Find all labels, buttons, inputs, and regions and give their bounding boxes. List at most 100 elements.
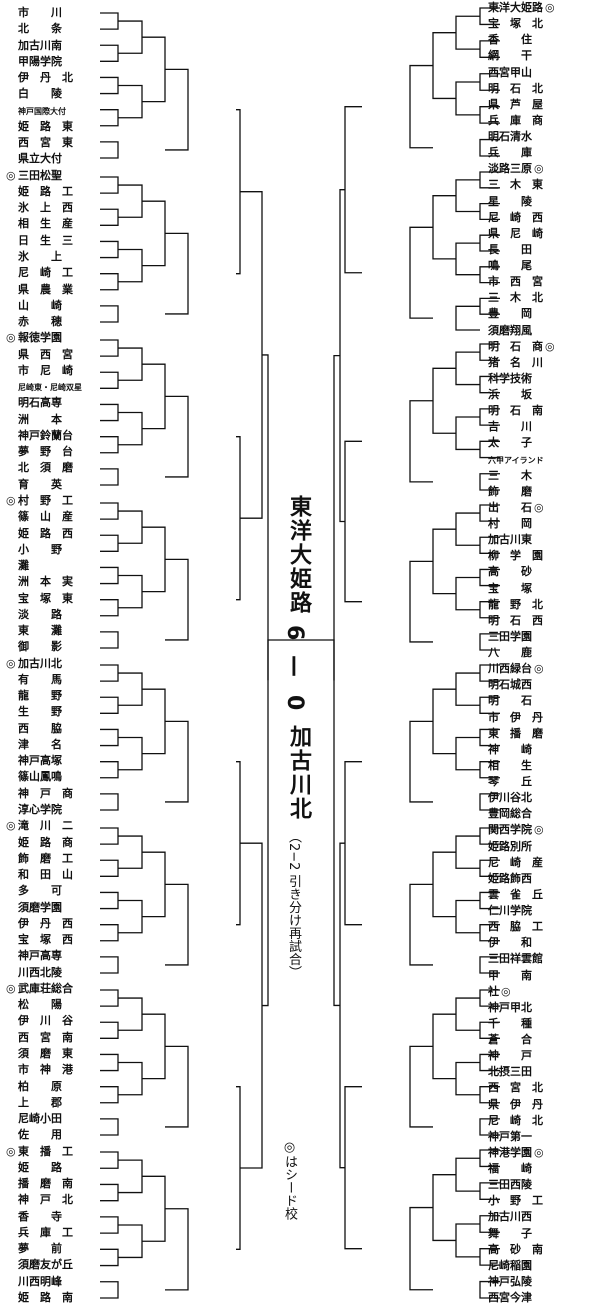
team-right-26: 明 石 南 [488,404,557,418]
team-left-38: 淡 路 [6,608,62,622]
bracket-line [118,1224,143,1259]
team-right-38: 龍 野 北 [488,598,557,612]
bracket-line [479,473,500,491]
bracket-line [118,736,143,771]
team-right-34: 加古川東 [488,533,546,547]
team-name: 松 陽 [18,998,62,1012]
bracket-line [165,232,189,315]
team-name: 加古川西 [488,1210,532,1224]
team-name: 舞 子 [488,1226,532,1240]
team-right-37: 宝 塚 [488,582,546,596]
team-left-22: 県 西 宮 [6,348,73,362]
team-name: 村 野 工 [18,493,73,507]
team-name: 洲 本 実 [18,575,73,589]
team-name: 神 戸 [488,1049,532,1063]
team-left-17: 尼 崎 工 [6,266,73,280]
team-left-12: 姫 路 工 [6,185,73,199]
team-left-27: 神戸鈴蘭台 [6,429,73,443]
bracket-line [165,558,189,641]
bracket-line [100,891,119,910]
team-right-81: 西宮今津 [488,1291,546,1305]
bracket-line [236,436,241,601]
team-right-71: 神戸第一 [488,1130,546,1144]
team-left-68: 上 郡 [6,1096,62,1110]
bracket-line [100,371,119,389]
team-name: 太 子 [488,436,532,450]
bracket-line [409,400,433,483]
team-left-37: 宝 塚 東 [6,592,73,606]
bracket-line [118,997,143,1031]
bracket-line [142,1013,166,1080]
team-name: 市 尼 崎 [18,363,73,377]
bracket-line [432,1013,456,1080]
team-name: 市 神 港 [18,1063,73,1077]
bracket-line [455,512,480,546]
team-right-61: 甲 南 [488,969,546,983]
team-name: 須磨学園 [18,900,62,914]
team-name: 尼崎東・尼崎双星 [18,383,82,393]
team-name: 赤 穂 [18,315,62,329]
bracket-line [165,720,189,803]
team-name: 香 寺 [18,1209,62,1223]
team-left-19: 山 崎 [6,299,62,313]
team-left-52: 姫 路 商 [6,836,73,850]
team-left-35: 灘 [6,559,29,573]
team-left-26: 洲 本 [6,413,62,427]
team-left-43: 龍 野 [6,689,62,703]
team-right-12: 三 木 東 [488,178,557,192]
bracket-line [100,566,119,585]
team-name: 姫 路 商 [18,835,73,849]
team-right-39: 明 石 西 [488,614,557,628]
bracket-line [455,576,480,611]
team-left-18: 県 農 業 [6,283,73,297]
team-right-58: 西 脇 工 [488,920,557,934]
bracket-line [100,1281,119,1299]
bracket-line [455,242,480,276]
bracket-line [479,1280,500,1299]
team-name: 播 磨 南 [18,1177,73,1191]
bracket-line [165,395,189,478]
bracket-line [100,728,119,747]
team-name: 龍 野 [18,689,62,703]
team-left-74: 神 戸 北 [6,1193,73,1207]
team-right-54: 尼 崎 産 [488,856,557,870]
team-right-4: 網 干 [488,49,546,63]
team-name: 明 石 北 [488,81,543,95]
team-left-28: 夢 野 台 [6,445,73,459]
team-right-9: 明石清水 [488,130,546,144]
team-name: 尼 崎 工 [18,266,73,280]
team-left-67: 柏 原 [6,1080,62,1094]
bracket-line [455,1157,480,1192]
team-name: 市 伊 丹 [488,710,543,724]
bracket-line [455,736,480,771]
team-name: 小 野 [18,542,62,556]
team-left-73: 播 磨 南 [6,1177,73,1191]
bracket-line [236,1086,241,1250]
team-name: 尼 崎 産 [488,855,543,869]
team-name: 神戸高塚 [18,754,62,768]
bracket-line [142,36,166,103]
bracket-line [100,696,119,714]
loser-name: 加古川北 [286,725,311,821]
bracket-line [118,574,143,609]
team-left-56: 須磨学園 [6,901,62,915]
team-left-60: 川西北陵 [6,966,62,980]
team-left-39: 東 灘 [6,624,62,638]
team-left-25: 明石高専 [6,396,62,410]
bracket-line [409,226,433,319]
team-name: 相 生 [488,758,532,772]
team-name: 佐 用 [18,1128,62,1142]
team-name: 西宮甲山 [488,65,532,79]
bracket-line [100,1248,119,1267]
bracket-line [432,195,456,260]
team-right-36: 高 砂 [488,565,546,579]
bracket-line [432,528,456,595]
team-left-15: 日 生 三 [6,234,73,248]
team-name: 神戸高専 [18,949,62,963]
team-name: 千 種 [488,1016,532,1030]
team-name: 姫 路 西 [18,526,73,540]
bracket-line [100,534,119,552]
team-right-46: 東 播 磨 [488,727,557,741]
team-name: 明石高専 [18,396,62,410]
